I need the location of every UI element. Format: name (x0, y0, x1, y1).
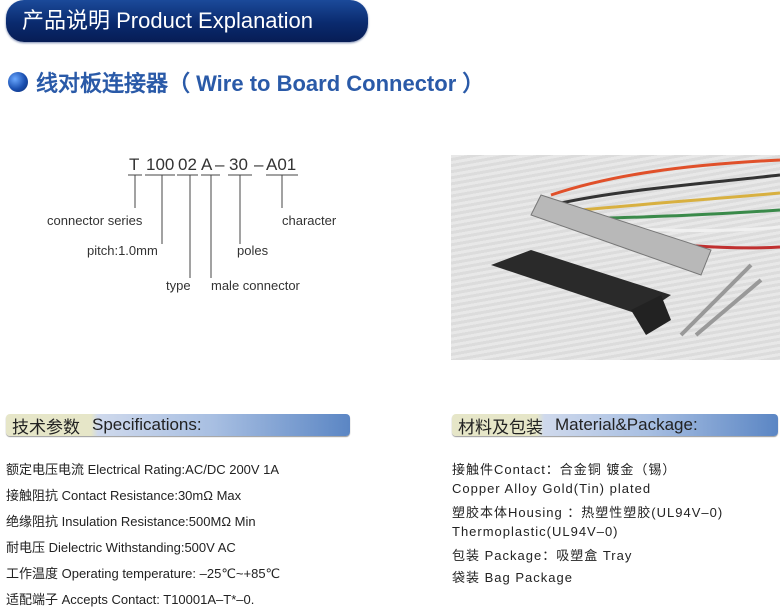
material-item: 袋装 Bag Package (452, 570, 573, 585)
spec-item: 绝缘阻抗 Insulation Resistance:500MΩ Min (6, 514, 256, 529)
specifications-header: 技术参数 Specifications: (6, 414, 350, 437)
code-series: T (129, 155, 140, 174)
label-poles: poles (237, 243, 269, 258)
spec-item: 耐电压 Dielectric Withstanding:500V AC (6, 540, 236, 555)
section-subtitle: 线对板连接器（ Wire to Board Connector ） (8, 66, 484, 98)
connector-illustration (491, 158, 780, 337)
label-type: type (166, 278, 191, 293)
connector-photo (451, 155, 780, 360)
product-explanation-banner: 产品说明 Product Explanation (6, 0, 368, 42)
label-male: male connector (211, 278, 300, 293)
code-poles: 30 (229, 155, 248, 174)
subtitle-text: 线对板连接器（ Wire to Board Connector ） (36, 71, 485, 96)
code-pitch: 100 (146, 155, 175, 174)
code-dash: – (215, 155, 225, 174)
specifications-en: Specifications: (92, 415, 202, 434)
material-item: 塑胶本体Housing ：热塑性塑胶(UL94V–0) (452, 505, 724, 520)
spec-item: 工作温度 Operating temperature: –25℃~+85℃ (6, 566, 281, 581)
label-character: character (282, 213, 337, 228)
label-pitch: pitch:1.0mm (87, 243, 158, 258)
bullet-icon (8, 72, 28, 92)
material-item: Thermoplastic(UL94V–0) (452, 524, 619, 539)
specifications-cn: 技术参数 (12, 417, 80, 437)
material-item: 包装 Package：吸塑盒 Tray (452, 548, 633, 563)
banner-title: 产品说明 Product Explanation (22, 8, 314, 33)
material-item: Copper Alloy Gold(Tin) plated (452, 481, 652, 496)
spec-item: 接触阻抗 Contact Resistance:30mΩ Max (6, 488, 242, 503)
code-dash: – (254, 155, 264, 174)
material-en: Material&Package: (555, 415, 698, 434)
code-male: A (201, 155, 213, 174)
material-item: 接触件Contact：合金铜 镀金（锡） (452, 462, 677, 477)
part-code-lines (128, 174, 298, 278)
code-type: 02 (178, 155, 197, 174)
spec-item: 额定电压电流 Electrical Rating:AC/DC 200V 1A (6, 462, 280, 477)
label-series: connector series (47, 213, 143, 228)
material-cn: 材料及包装 (458, 417, 543, 437)
spec-item: 适配端子 Accepts Contact: T10001A–T*–0. (6, 592, 255, 607)
code-character: A01 (266, 155, 297, 174)
material-header: 材料及包装 Material&Package: (452, 414, 778, 437)
